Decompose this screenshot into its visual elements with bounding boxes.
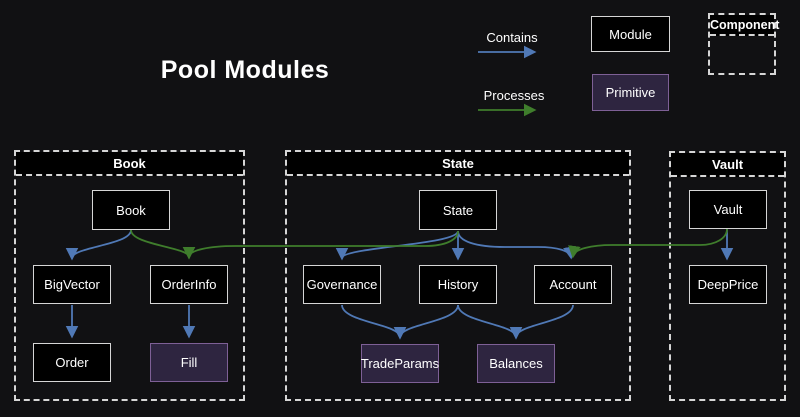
node-deepprice: DeepPrice (689, 265, 767, 304)
node-balances: Balances (477, 344, 555, 383)
node-fill-label: Fill (180, 355, 198, 370)
node-bigvector-label: BigVector (44, 277, 100, 292)
node-vault: Vault (689, 190, 767, 229)
node-deepprice-label: DeepPrice (697, 277, 759, 292)
node-tradeparams: TradeParams (361, 344, 439, 383)
legend-component-box: Component (708, 13, 779, 75)
node-governance: Governance (303, 265, 381, 304)
node-bigvector: BigVector (33, 265, 111, 304)
cluster-book-title: Book (16, 152, 243, 176)
node-history: History (419, 265, 497, 304)
node-state: State (419, 190, 497, 230)
node-tradeparams-label: TradeParams (360, 356, 440, 371)
cluster-state-title: State (287, 152, 629, 176)
node-book: Book (92, 190, 170, 230)
node-orderinfo-label: OrderInfo (161, 277, 217, 292)
legend-primitive-node: Primitive (592, 74, 669, 111)
node-history-label: History (437, 277, 479, 292)
node-order-label: Order (55, 355, 89, 370)
node-account-label: Account (549, 277, 597, 292)
legend-contains-label: Contains (486, 30, 538, 45)
node-book-label: Book (116, 202, 146, 218)
legend-primitive-label: Primitive (605, 85, 656, 100)
legend-module-label: Module (609, 26, 652, 42)
node-governance-label: Governance (306, 277, 378, 292)
node-vault-label: Vault (713, 202, 743, 217)
legend-processes-label: Processes (483, 88, 545, 103)
node-balances-label: Balances (489, 356, 543, 371)
cluster-state: State (285, 150, 631, 401)
node-orderinfo: OrderInfo (150, 265, 228, 304)
node-account: Account (534, 265, 612, 304)
cluster-vault-title: Vault (671, 153, 784, 177)
node-fill: Fill (150, 343, 228, 382)
node-order: Order (33, 343, 111, 382)
node-state-label: State (442, 202, 474, 218)
legend-module-node: Module (591, 16, 670, 52)
cluster-book: Book (14, 150, 245, 401)
page-title: Pool Modules (160, 56, 330, 84)
legend-component-label: Component (710, 15, 779, 36)
cluster-vault: Vault (669, 151, 786, 401)
